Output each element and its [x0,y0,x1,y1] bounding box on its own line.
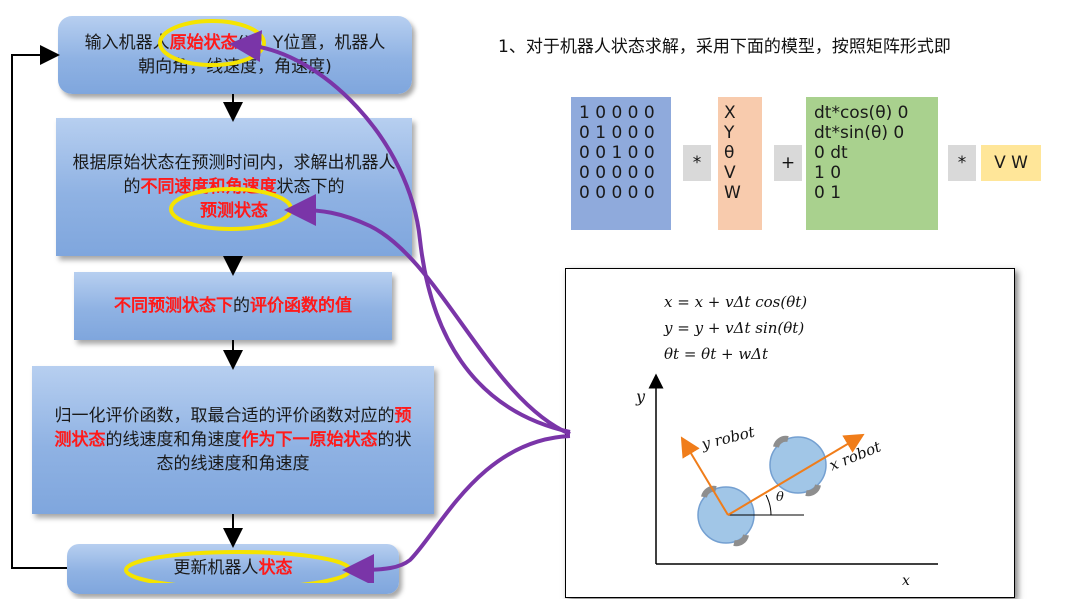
step5-text: 更新机器人 [173,558,259,578]
equation-x: x = x + vΔt cos(θt) [664,293,808,311]
step4-text-b: 的线速度和角速度 [105,430,242,450]
state-vector: X Y θ V W [718,97,762,230]
matrix-a: 1 0 0 0 0 0 1 0 0 0 0 0 1 0 0 0 0 0 0 0 … [571,97,671,230]
control-vector: V W [981,145,1041,181]
step1-text-a: 输入机器人 [84,33,170,53]
axis-y-label: y [636,387,646,406]
robot-next [769,435,827,497]
multiply-operator: * [948,145,976,181]
matrix-a-row: 0 0 1 0 0 [579,143,655,163]
robot-current [697,485,755,547]
flow-step-input-state: 输入机器人原始状态(X，Y位置，机器人朝向角，线速度，角速度) [58,16,412,94]
axis-x-label: x [902,573,910,589]
theta-arc [765,494,772,516]
robot-y-axis [680,436,729,516]
step3-highlight-b: 评价函数的值 [250,296,352,316]
step4-text-a: 归一化评价函数，取最合适的评价函数对应的 [54,406,395,426]
state-entry: θ [724,143,735,163]
matrix-a-row: 0 1 0 0 0 [579,123,655,143]
matrix-b-row: 0 dt [814,143,848,163]
step3-highlight-a: 不同预测状态下 [114,296,233,316]
flow-step-evaluate: 不同预测状态下的评价函数的值 [74,272,392,340]
matrix-b-row: dt*sin(θ) 0 [814,123,905,143]
matrix-b-row: 1 0 [814,163,842,183]
flow-step-update-state: 更新机器人状态 [67,544,399,594]
matrix-b: dt*cos(θ) 0 dt*sin(θ) 0 0 dt 1 0 0 1 [806,97,938,230]
step2-text-b: 状态下的 [276,177,345,197]
robot-x-axis [727,433,865,516]
matrix-a-row: 0 0 0 0 0 [579,183,655,203]
kinematics-panel: x = x + vΔt cos(θt) y = y + vΔt sin(θt) … [565,268,1015,598]
robot-diagram [648,373,938,565]
flow-step-predict-state: 根据原始状态在预测时间内，求解出机器人的不同速度和角速度状态下的预测状态 [56,118,412,256]
theta-label: θ [776,490,784,505]
matrix-a-row: 1 0 0 0 0 [579,103,655,123]
state-entry: X [724,103,736,123]
state-entry: Y [724,123,735,143]
equation-theta: θt = θt + wΔt [664,345,769,363]
step2-highlight-a: 不同速度和角速度 [140,177,277,197]
step3-text: 的 [233,296,250,316]
matrix-a-row: 0 0 0 0 0 [579,163,655,183]
state-entry: V [724,163,736,183]
add-operator: + [774,145,802,181]
step1-highlight: 原始状态 [169,33,238,53]
matrix-b-row: 0 1 [814,183,842,203]
step2-highlight-b: 预测状态 [200,201,268,221]
multiply-operator: * [683,145,711,181]
state-entry: W [724,183,741,203]
matrix-b-row: dt*cos(θ) 0 [814,103,909,123]
step4-highlight-b: 作为下一原始状态 [241,430,378,450]
flow-step-normalize: 归一化评价函数，取最合适的评价函数对应的预测状态的线速度和角速度作为下一原始状态… [32,366,434,514]
step5-highlight: 状态 [258,558,293,578]
equation-y: y = y + vΔt sin(θt) [664,319,805,337]
model-heading: 1、对于机器人状态求解，采用下面的模型，按照矩阵形式即 [498,37,951,57]
